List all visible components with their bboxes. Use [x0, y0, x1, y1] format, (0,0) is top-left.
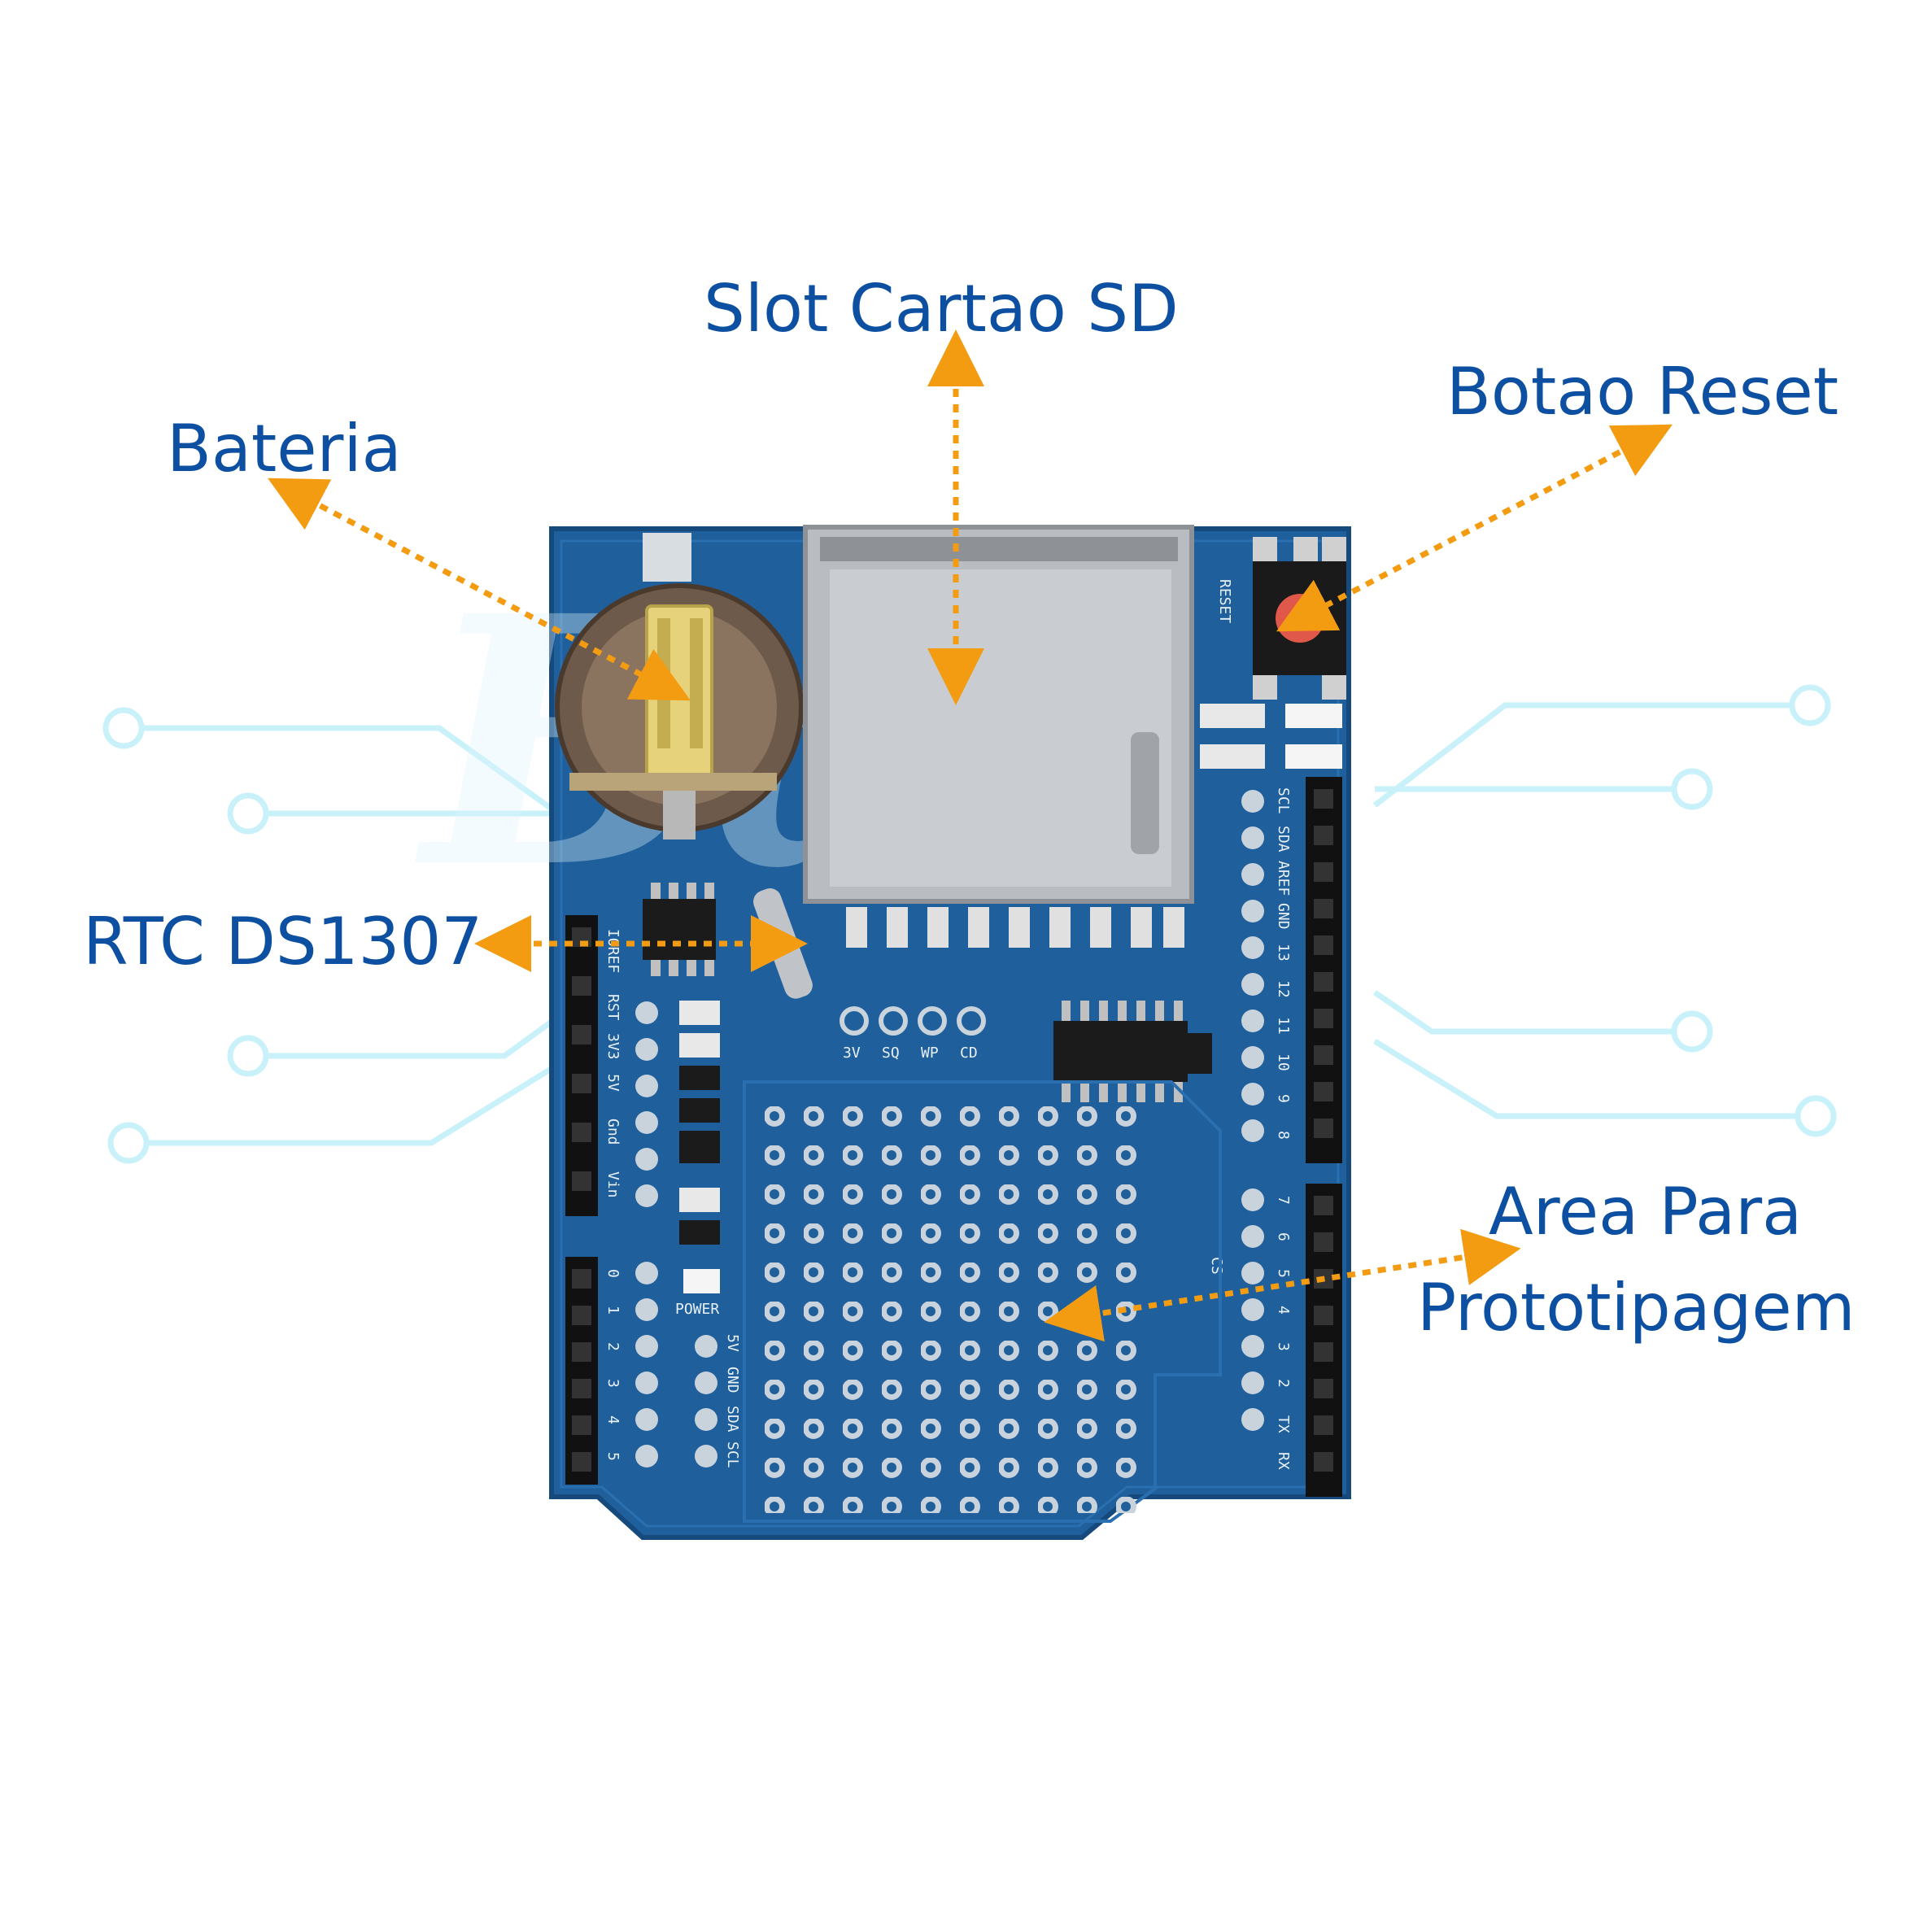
pin-label: 4 — [1275, 1306, 1292, 1315]
sd-pin-label: CD — [960, 1045, 978, 1062]
right-header-bottom — [1306, 1184, 1342, 1497]
sd-pin-label: 3V — [843, 1045, 861, 1062]
pin-label: 11 — [1275, 1017, 1292, 1035]
pin-label: 3 — [1275, 1342, 1292, 1351]
pin-label: Vin — [604, 1171, 621, 1198]
pin-label: 1 — [604, 1306, 621, 1315]
reset-arrow — [1276, 424, 1673, 632]
pin-label: 5V — [724, 1334, 741, 1352]
sd-pin-label: SQ — [882, 1045, 900, 1062]
reset-silk-label: RESET — [1216, 579, 1233, 623]
pin-label: IOREF — [604, 929, 621, 973]
pin-label: 2 — [1275, 1379, 1292, 1388]
smd-components — [679, 704, 1342, 1293]
left-header-bottom — [565, 1257, 598, 1485]
left-header-top — [565, 915, 598, 1216]
pin-label: TX — [1275, 1415, 1292, 1433]
i2c-pad-labels: 5V GND SDA SCL — [724, 1334, 741, 1468]
pin-label: 5 — [604, 1452, 621, 1461]
prototyping-callout-line1: Area Para — [1489, 1174, 1803, 1249]
reset-button-callout: Botao Reset — [1446, 354, 1839, 430]
pin-label: SCL — [1275, 787, 1292, 814]
sd-slot-callout: Slot Cartao SD — [704, 271, 1179, 347]
callout-arrows — [268, 329, 1673, 1342]
pin-label: 7 — [1275, 1196, 1292, 1205]
pin-label: 13 — [1275, 944, 1292, 962]
pin-label: CS — [1208, 1257, 1225, 1275]
led-labels: CS — [1208, 1257, 1225, 1275]
pin-label: 3 — [604, 1379, 621, 1388]
pin-label: 9 — [1275, 1094, 1292, 1103]
pin-label: 4 — [604, 1415, 621, 1424]
left-header-bottom-labels: 0 1 2 3 4 5 — [604, 1269, 621, 1461]
pin-label: Gnd — [604, 1119, 621, 1145]
pin-label: 3V3 — [604, 1033, 621, 1060]
prototyping-area — [743, 1080, 1222, 1523]
pin-label: SCL — [724, 1441, 741, 1468]
left-pad-columns — [635, 1001, 717, 1468]
pin-label: 2 — [604, 1342, 621, 1351]
sd-breakout-pads — [840, 1006, 986, 1036]
sd-breakout-labels: 3V SQ WP CD — [843, 1045, 978, 1062]
power-led-label: POWER — [675, 1301, 719, 1318]
pin-label: SDA — [724, 1406, 741, 1433]
prototyping-callout-line2: Prototipagem — [1417, 1270, 1856, 1345]
sd-slot-pins — [846, 907, 1184, 948]
sd-pin-label: WP — [921, 1045, 939, 1062]
pin-label: 10 — [1275, 1053, 1292, 1071]
pin-label: GND — [724, 1367, 741, 1393]
background-circuit-lines — [102, 684, 1837, 1164]
reset-button — [1253, 537, 1346, 700]
pin-label: 5 — [1275, 1269, 1292, 1278]
pin-label: 12 — [1275, 980, 1292, 998]
level-shifter-chip — [1053, 1001, 1188, 1102]
pin-label: RX — [1275, 1452, 1292, 1470]
pin-label: 8 — [1275, 1131, 1292, 1140]
pin-label: 0 — [604, 1269, 621, 1278]
pin-label: 6 — [1275, 1232, 1292, 1241]
battery-callout: Bateria — [167, 411, 402, 486]
right-header-top-labels: SCL SDA AREF GND 13 12 11 10 9 8 — [1275, 787, 1292, 1140]
rtc-callout: RTC DS1307 — [83, 904, 483, 979]
pin-label: SDA — [1275, 826, 1292, 853]
sd-card-slot — [803, 525, 1194, 948]
pin-label: GND — [1275, 903, 1292, 930]
pin-label: AREF — [1275, 861, 1292, 896]
pin-label: 5V — [604, 1074, 621, 1092]
right-header-top — [1306, 777, 1342, 1163]
pin-label: RST — [604, 994, 621, 1021]
